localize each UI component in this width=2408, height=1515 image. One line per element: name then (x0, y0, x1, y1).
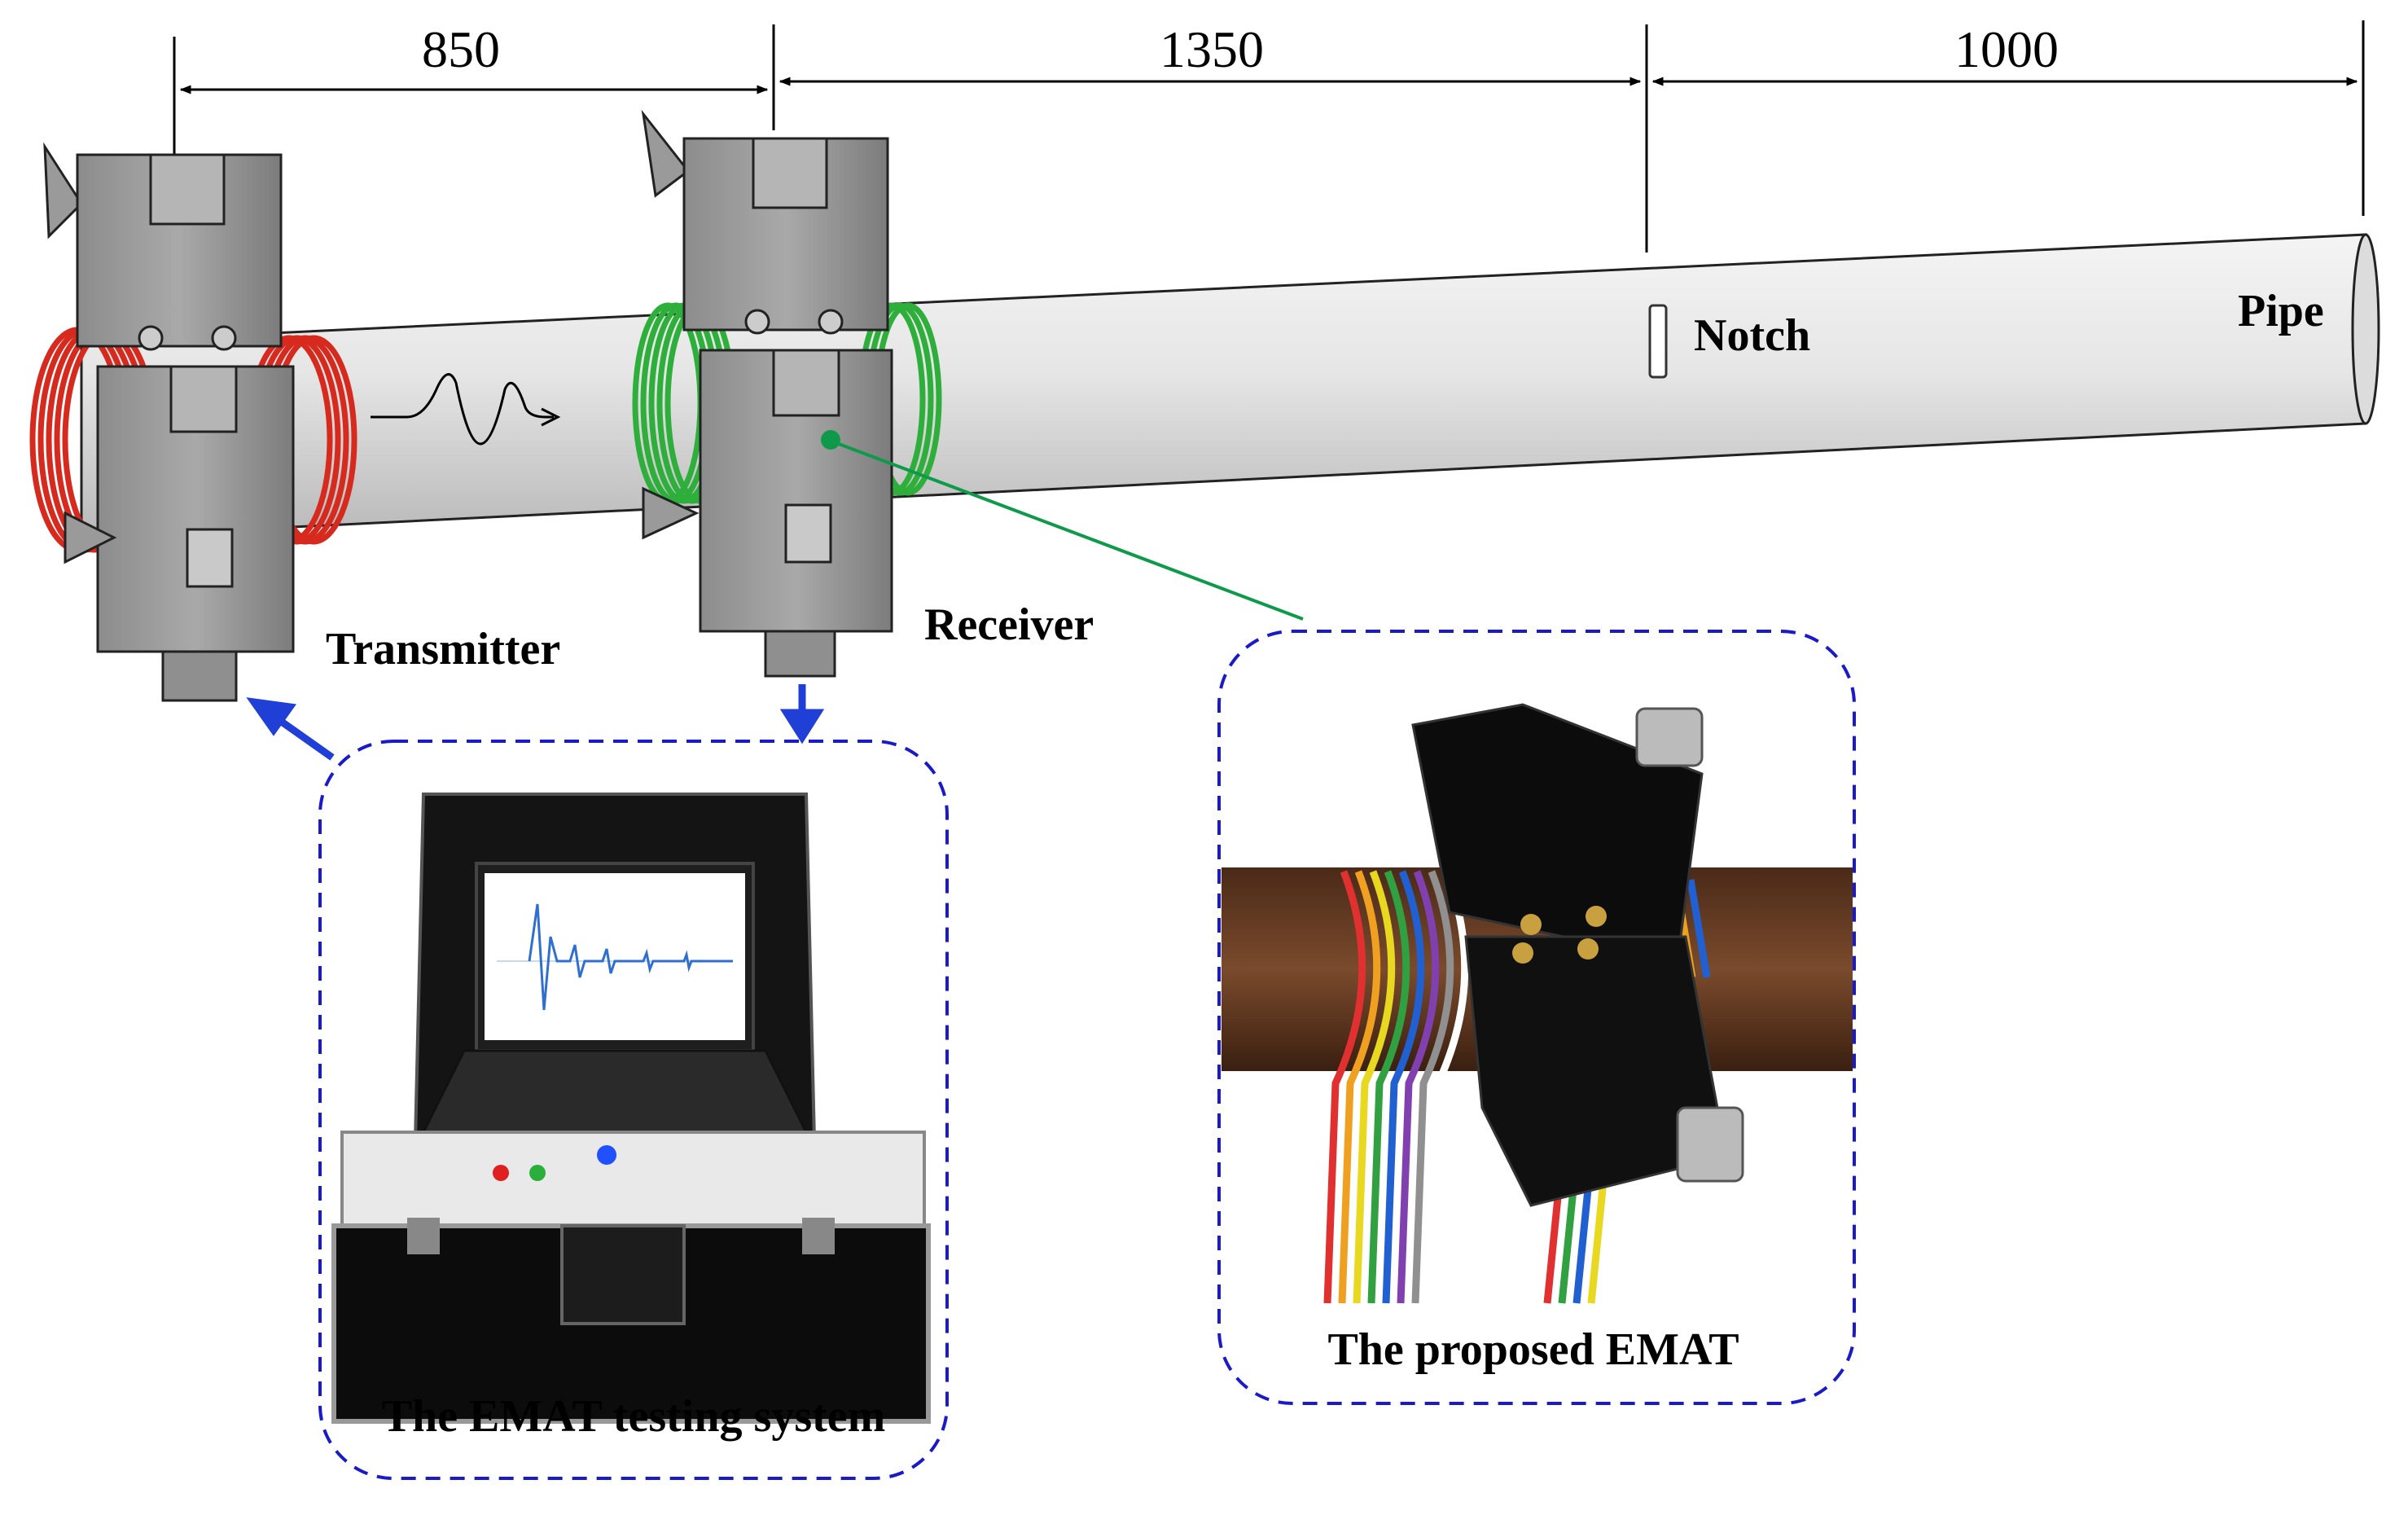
dimension-lines (173, 20, 2365, 253)
pipe-label: Pipe (2238, 286, 2324, 336)
testing-system-inset: The EMAT testing system (318, 740, 949, 1480)
emat-photo (1222, 703, 1853, 1304)
proposed-emat-caption: The proposed EMAT (1327, 1324, 1739, 1375)
dimension-1000: 1000 (1954, 20, 2059, 78)
pipe (80, 233, 2380, 539)
receiver (632, 109, 942, 678)
transmitter (29, 142, 357, 702)
proposed-emat-inset: The proposed EMAT (1217, 630, 1856, 1405)
receiver-label: Receiver (924, 599, 1094, 650)
testing-system-image (331, 793, 931, 1424)
notch-mark (1648, 304, 1668, 379)
notch-label: Notch (1694, 310, 1810, 361)
transmitter-label: Transmitter (326, 624, 560, 674)
wave-packet-icon (371, 373, 561, 446)
connection-arrows (246, 684, 825, 761)
dimension-850: 850 (422, 20, 500, 78)
leader-line (831, 440, 1304, 621)
testing-system-caption: The EMAT testing system (382, 1391, 886, 1442)
dimension-1350: 1350 (1160, 20, 1264, 78)
